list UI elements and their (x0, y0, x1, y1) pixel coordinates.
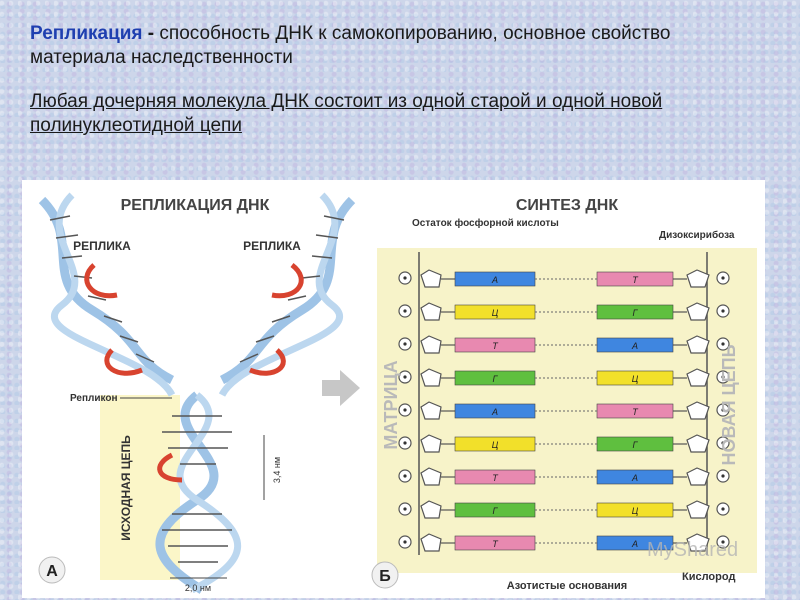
rotation-arrows (84, 263, 304, 483)
base-right-letter: Ц (632, 506, 639, 516)
width-label: 2,0 нм (185, 583, 211, 593)
replicon-label: Репликон (70, 393, 118, 404)
panel-b-synthesis: СИНТЕЗ ДНК Остаток фосфорной кислоты Диз… (367, 180, 765, 598)
sugar-left (420, 269, 442, 288)
term-replication: Репликация (30, 23, 143, 44)
sugar-left (420, 368, 442, 387)
base-right-letter: Ц (632, 374, 639, 384)
new-strand-label: НОВАЯ ЦЕПЬ (719, 344, 739, 465)
base-right-letter: Т (632, 407, 639, 417)
sugar-left (420, 302, 442, 321)
left-replica-helix (38, 192, 176, 397)
phosphate-right-dot (721, 342, 725, 346)
phosphate-right-dot (721, 309, 725, 313)
panel-a-badge (38, 556, 66, 584)
oxygen-label: Кислород (682, 571, 735, 583)
sugar-right (686, 401, 710, 420)
transition-arrow (322, 370, 360, 406)
phosphate-left-dot (403, 474, 407, 478)
base-right-letter: А (631, 539, 638, 549)
phosphate-right-dot (721, 507, 725, 511)
sugar-left (420, 533, 442, 552)
parent-strand-label: ИСХОДНАЯ ЦЕПЬ (119, 435, 133, 541)
term-dash: - (142, 23, 160, 44)
pitch-label: 3,4 нм (272, 457, 282, 483)
base-left-letter: Т (492, 341, 499, 351)
statement-text: Любая дочерняя молекула ДНК состоит из о… (30, 91, 663, 136)
phosphate-label: Остаток фосфорной кислоты (412, 217, 559, 229)
phosphate-right-dot (721, 441, 725, 445)
panel-b-title: СИНТЕЗ ДНК (516, 197, 618, 214)
matrix-label: МАТРИЦА (381, 360, 401, 449)
sugar-right (686, 302, 710, 321)
phosphate-left-dot (403, 507, 407, 511)
base-left-letter: Ц (492, 440, 499, 450)
replica-right-label: РЕПЛИКА (243, 239, 301, 253)
base-left-letter: Ц (492, 308, 499, 318)
phosphate-left-dot (403, 309, 407, 313)
phosphate-right-dot (721, 540, 725, 544)
parent-helix (155, 391, 242, 594)
dna-figure: РЕПЛИКАЦИЯ ДНК РЕПЛИКА РЕПЛИКА Репликон … (22, 180, 765, 598)
base-left-letter: Т (492, 473, 499, 483)
definition-body: способность ДНК к самокопированию, основ… (30, 23, 671, 68)
phosphate-right-dot (721, 474, 725, 478)
sugar-right (686, 368, 710, 387)
deoxyribose-label: Дизоксирибоза (659, 229, 735, 241)
base-right-letter: А (631, 341, 638, 351)
phosphate-left-dot (403, 276, 407, 280)
phosphate-right-dot (721, 276, 725, 280)
phosphate-left-dot (403, 441, 407, 445)
sugar-left (420, 467, 442, 486)
sugar-right (686, 467, 710, 486)
sugar-left (420, 500, 442, 519)
sugar-left (420, 434, 442, 453)
panel-a-replication: РЕПЛИКАЦИЯ ДНК РЕПЛИКА РЕПЛИКА Репликон … (22, 180, 367, 598)
sugar-left (420, 401, 442, 420)
base-right-letter: Т (632, 275, 639, 285)
phosphate-right-dot (721, 408, 725, 412)
phosphate-left-dot (403, 408, 407, 412)
sugar-right (686, 269, 710, 288)
phosphate-left-dot (403, 342, 407, 346)
panel-a-letter: А (46, 563, 58, 580)
phosphate-left-dot (403, 540, 407, 544)
phosphate-left-dot (403, 375, 407, 379)
base-right-letter: Г (633, 308, 639, 318)
sugar-right (686, 500, 710, 519)
base-left-letter: А (491, 275, 498, 285)
sugar-right (686, 434, 710, 453)
sugar-right (686, 335, 710, 354)
sugar-right (686, 533, 710, 552)
panel-b-letter: Б (379, 568, 391, 585)
bases-label: Азотистые основания (507, 580, 627, 592)
base-left-letter: Т (492, 539, 499, 549)
base-left-letter: Г (493, 374, 499, 384)
replica-left-label: РЕПЛИКА (73, 239, 131, 253)
right-replica-helix (218, 192, 356, 397)
base-right-letter: Г (633, 440, 639, 450)
parent-strand-zone (100, 395, 180, 580)
phosphate-right-dot (721, 375, 725, 379)
watermark: MyShared (647, 539, 738, 561)
base-left-letter: Г (493, 506, 499, 516)
base-right-letter: А (631, 473, 638, 483)
base-left-letter: А (491, 407, 498, 417)
definition-text: Репликация - способность ДНК к самокопир… (30, 22, 770, 70)
panel-b-badge (371, 561, 399, 589)
panel-a-title: РЕПЛИКАЦИЯ ДНК (121, 197, 270, 214)
sugar-left (420, 335, 442, 354)
